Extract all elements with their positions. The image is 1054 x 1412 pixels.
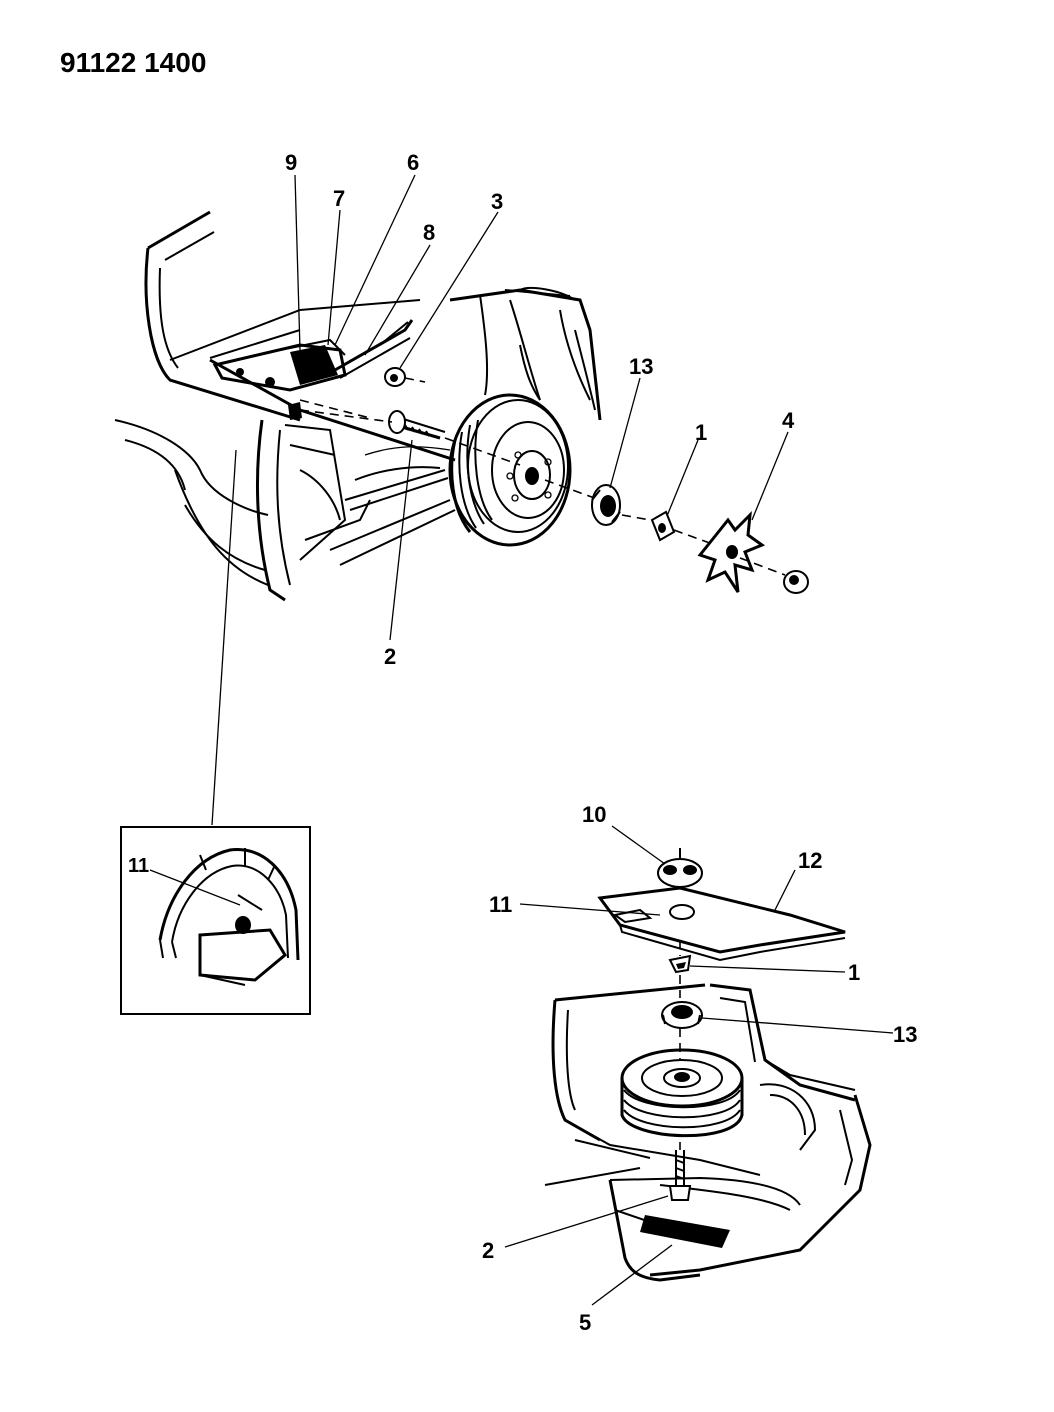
callout-1: 1	[695, 420, 707, 445]
diagram-code: 91122 1400	[60, 47, 206, 78]
callout-13: 13	[629, 354, 653, 379]
cover-retainer-part-10	[657, 848, 703, 888]
callout-13-bottom: 13	[893, 1022, 917, 1047]
callout-9: 9	[285, 150, 297, 175]
trunk-well	[544, 983, 872, 1282]
callout-2: 2	[384, 644, 396, 669]
inset-detail: 11	[120, 826, 311, 1015]
callout-3: 3	[491, 189, 503, 214]
vehicle-body-rear	[114, 210, 602, 602]
nut-part-1-bottom	[668, 940, 692, 998]
jack-part-5	[640, 1215, 730, 1248]
retainer-part-4	[697, 510, 809, 594]
callout-leaders-top	[211, 174, 789, 826]
jack-assembly	[212, 319, 414, 392]
hold-down-bolt-top	[288, 399, 521, 466]
callout-8: 8	[423, 220, 435, 245]
callout-2-bottom: 2	[482, 1238, 494, 1263]
callout-1-bottom: 1	[848, 960, 860, 985]
callout-12: 12	[798, 848, 822, 873]
inset-frame	[120, 826, 311, 1015]
callout-7: 7	[333, 186, 345, 211]
spacer-cone-part-13-top	[591, 484, 651, 526]
spare-tire-top	[448, 393, 601, 547]
hold-down-bolt-bottom	[668, 1142, 692, 1201]
callout-4: 4	[782, 408, 795, 433]
callout-10: 10	[582, 802, 606, 827]
wing-bolt-part-3	[384, 367, 426, 387]
inset-callout-11: 11	[128, 855, 149, 877]
top-assembly: 9 7 6 8 3 13 1 4 2	[114, 150, 809, 826]
spacer-cone-part-13-bottom	[661, 1001, 703, 1060]
callout-5: 5	[579, 1310, 591, 1335]
spare-tire-bottom	[620, 1048, 744, 1138]
nut-part-1-top	[650, 510, 716, 546]
callout-leaders-bottom	[504, 825, 894, 1306]
callout-11: 11	[489, 892, 512, 917]
floor-cover-panel-part-12	[597, 886, 846, 962]
callout-6: 6	[407, 150, 419, 175]
bottom-assembly: 10 12 11 1 13 2 5	[482, 802, 917, 1335]
